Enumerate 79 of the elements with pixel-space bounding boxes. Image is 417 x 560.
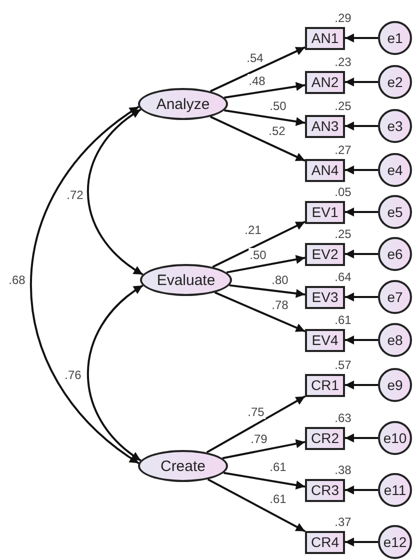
edge-label: .54 [246, 51, 264, 65]
error-term-circle: e3 [378, 109, 412, 143]
edge-label: .50 [248, 248, 268, 262]
error-term-circle: e1 [378, 21, 412, 55]
path-arrow [223, 472, 306, 490]
error-term-circle: e7 [378, 280, 412, 314]
error-term-circle: e6 [378, 237, 412, 271]
error-term-circle: e12 [378, 525, 412, 559]
edge-label: .68 [8, 273, 26, 287]
error-term-circle: e10 [378, 421, 412, 455]
path-arrow [345, 336, 378, 344]
r-squared-value: .38 [334, 462, 352, 476]
edge-label: .21 [244, 223, 262, 237]
error-term-circle: e8 [378, 323, 412, 357]
path-arrow [345, 250, 378, 258]
r-squared-value: .27 [334, 142, 352, 156]
path-arrow [345, 538, 378, 546]
edge-label: .61 [268, 460, 288, 474]
edge-label: .79 [250, 432, 268, 446]
path-arrow [345, 486, 378, 494]
path-arrow [345, 208, 378, 216]
r-squared-value: .23 [334, 54, 352, 68]
r-squared-value: .25 [334, 226, 352, 240]
error-term-circle: e2 [378, 65, 412, 99]
path-arrow [345, 34, 378, 42]
edge-label: .75 [246, 405, 266, 419]
r-squared-value: .63 [334, 410, 352, 424]
latent-variable-ellipse: Evaluate [140, 264, 232, 296]
path-arrow [224, 82, 306, 99]
path-arrow [345, 292, 378, 302]
edge-label: .50 [268, 99, 288, 113]
path-arrow [222, 439, 306, 460]
observed-variable-box: EV2 [305, 242, 345, 266]
r-squared-value: .64 [334, 270, 352, 284]
path-arrow [224, 109, 306, 126]
edge-label: .48 [248, 74, 266, 88]
path-arrow [214, 292, 306, 332]
observed-variable-box: AN3 [305, 114, 345, 138]
path-arrow [345, 78, 378, 86]
edge-label: .80 [270, 273, 290, 287]
path-arrow [345, 434, 378, 442]
observed-variable-box: EV1 [305, 200, 345, 224]
observed-variable-box: CR3 [305, 478, 345, 502]
observed-variable-box: CR1 [305, 374, 345, 396]
observed-variable-box: AN1 [305, 26, 345, 50]
edge-label: .61 [268, 492, 288, 506]
edge-label: .72 [66, 188, 84, 202]
edge-label: .76 [64, 368, 82, 382]
error-term-circle: e4 [378, 153, 412, 187]
observed-variable-box: AN4 [305, 158, 345, 182]
latent-variable-ellipse: Create [138, 450, 228, 482]
r-squared-value: .57 [334, 358, 352, 372]
path-arrow [345, 380, 378, 390]
error-term-circle: e9 [378, 368, 412, 402]
observed-variable-box: EV3 [305, 286, 345, 308]
observed-variable-box: AN2 [305, 70, 345, 94]
error-term-circle: e11 [378, 473, 412, 507]
r-squared-value: .25 [334, 98, 352, 112]
edge-label: .78 [270, 298, 290, 312]
latent-variable-ellipse: Analyze [138, 88, 228, 120]
error-term-circle: e5 [378, 195, 412, 229]
edge-label: .52 [268, 124, 286, 138]
r-squared-value: .05 [334, 184, 352, 198]
path-arrow [210, 46, 306, 92]
observed-variable-box: EV4 [305, 328, 345, 352]
path-arrow [210, 116, 306, 162]
observed-variable-box: CR4 [305, 530, 345, 554]
r-squared-value: .61 [334, 312, 352, 326]
covariance-arrow [30, 106, 140, 464]
observed-variable-box: CR2 [305, 426, 345, 450]
r-squared-value: .29 [334, 10, 352, 24]
path-arrow [212, 220, 306, 268]
path-arrow [345, 166, 378, 174]
path-arrow [229, 284, 306, 298]
covariance-arrow [86, 284, 144, 462]
r-squared-value: .37 [334, 514, 352, 528]
covariance-arrow [86, 108, 144, 276]
path-arrow [226, 254, 306, 274]
path-arrow [345, 122, 378, 130]
